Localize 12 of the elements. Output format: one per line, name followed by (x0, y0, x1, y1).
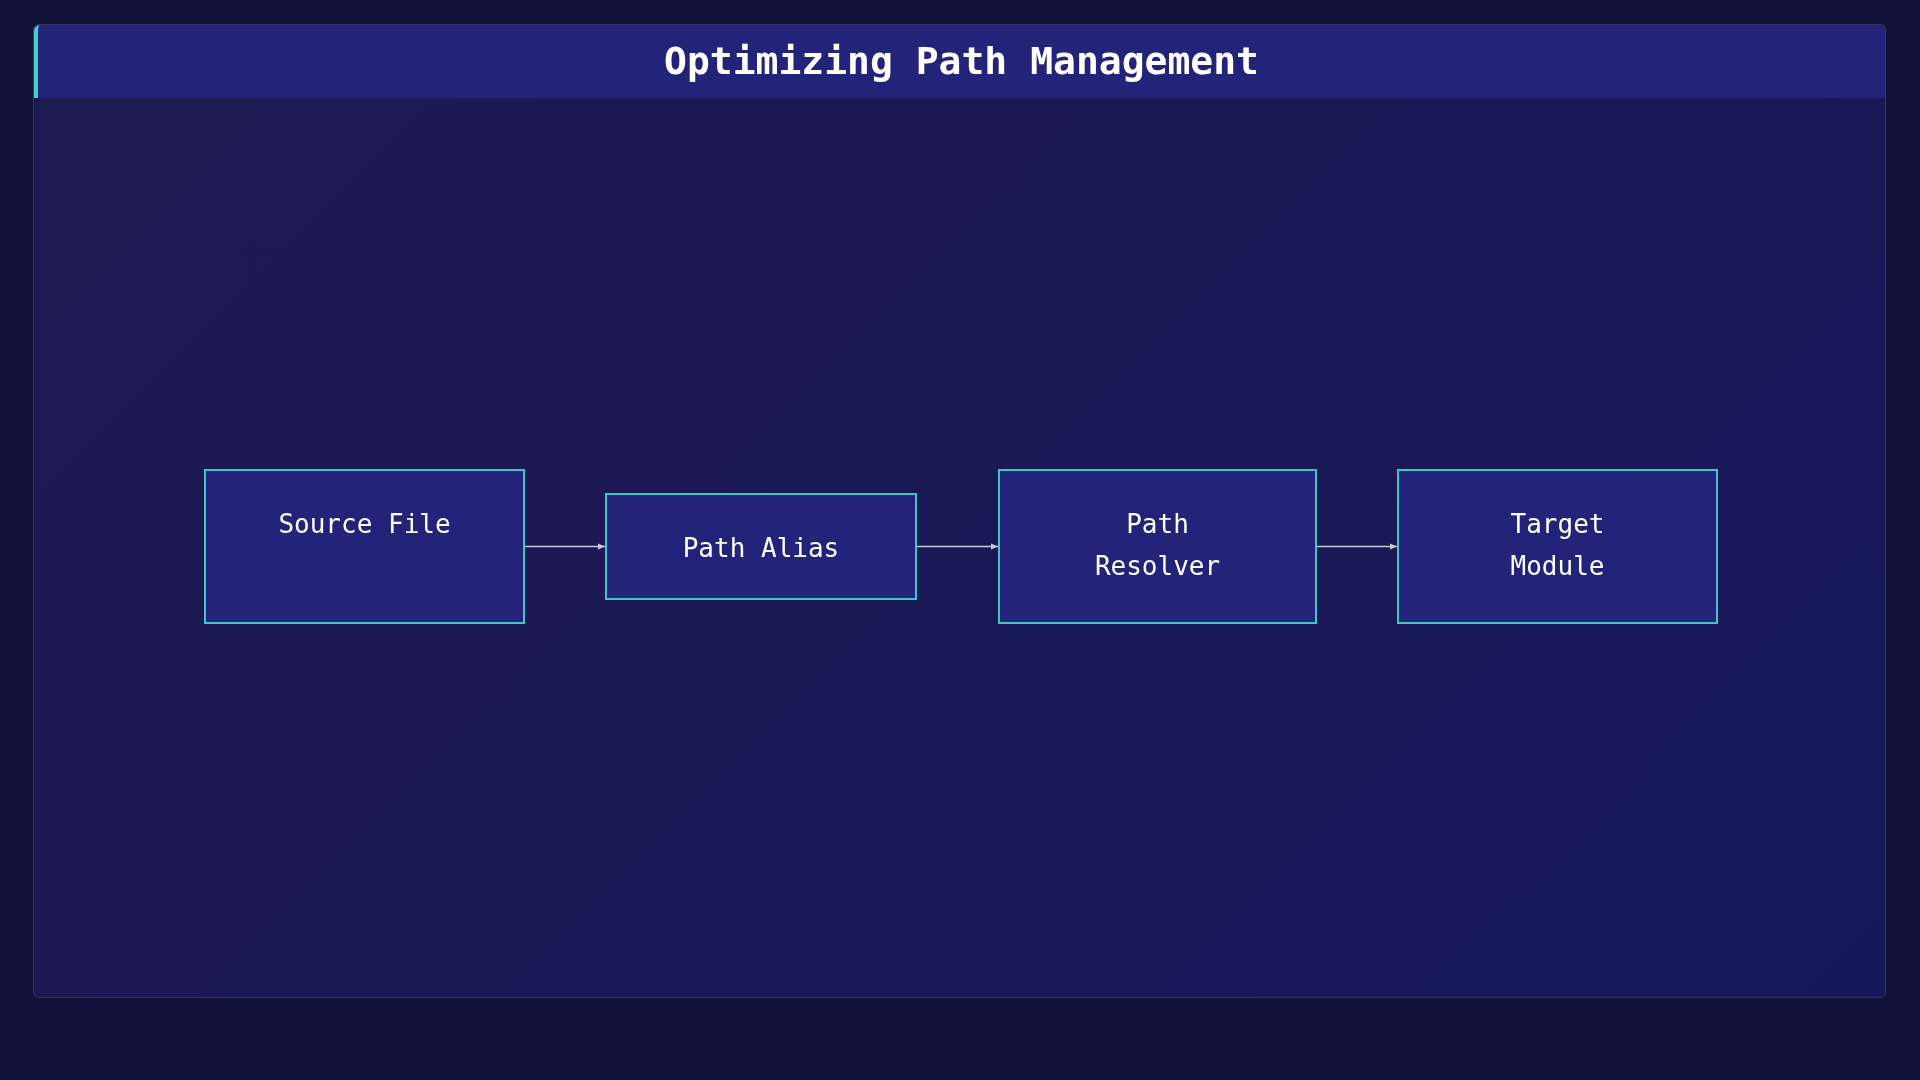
process-box (998, 469, 1317, 624)
process-box (1397, 469, 1718, 624)
arrow (1316, 543, 1398, 550)
arrow (916, 543, 999, 550)
box-label: Path Alias (682, 532, 840, 565)
arrow (524, 543, 606, 550)
box-label: Target Module (1509, 508, 1606, 583)
box-label: Path Resolver (1093, 508, 1222, 583)
title: Optimizing Path Management (664, 38, 1259, 85)
process-box (204, 469, 525, 624)
process-box (605, 493, 917, 600)
box-label: Source File (278, 508, 451, 541)
